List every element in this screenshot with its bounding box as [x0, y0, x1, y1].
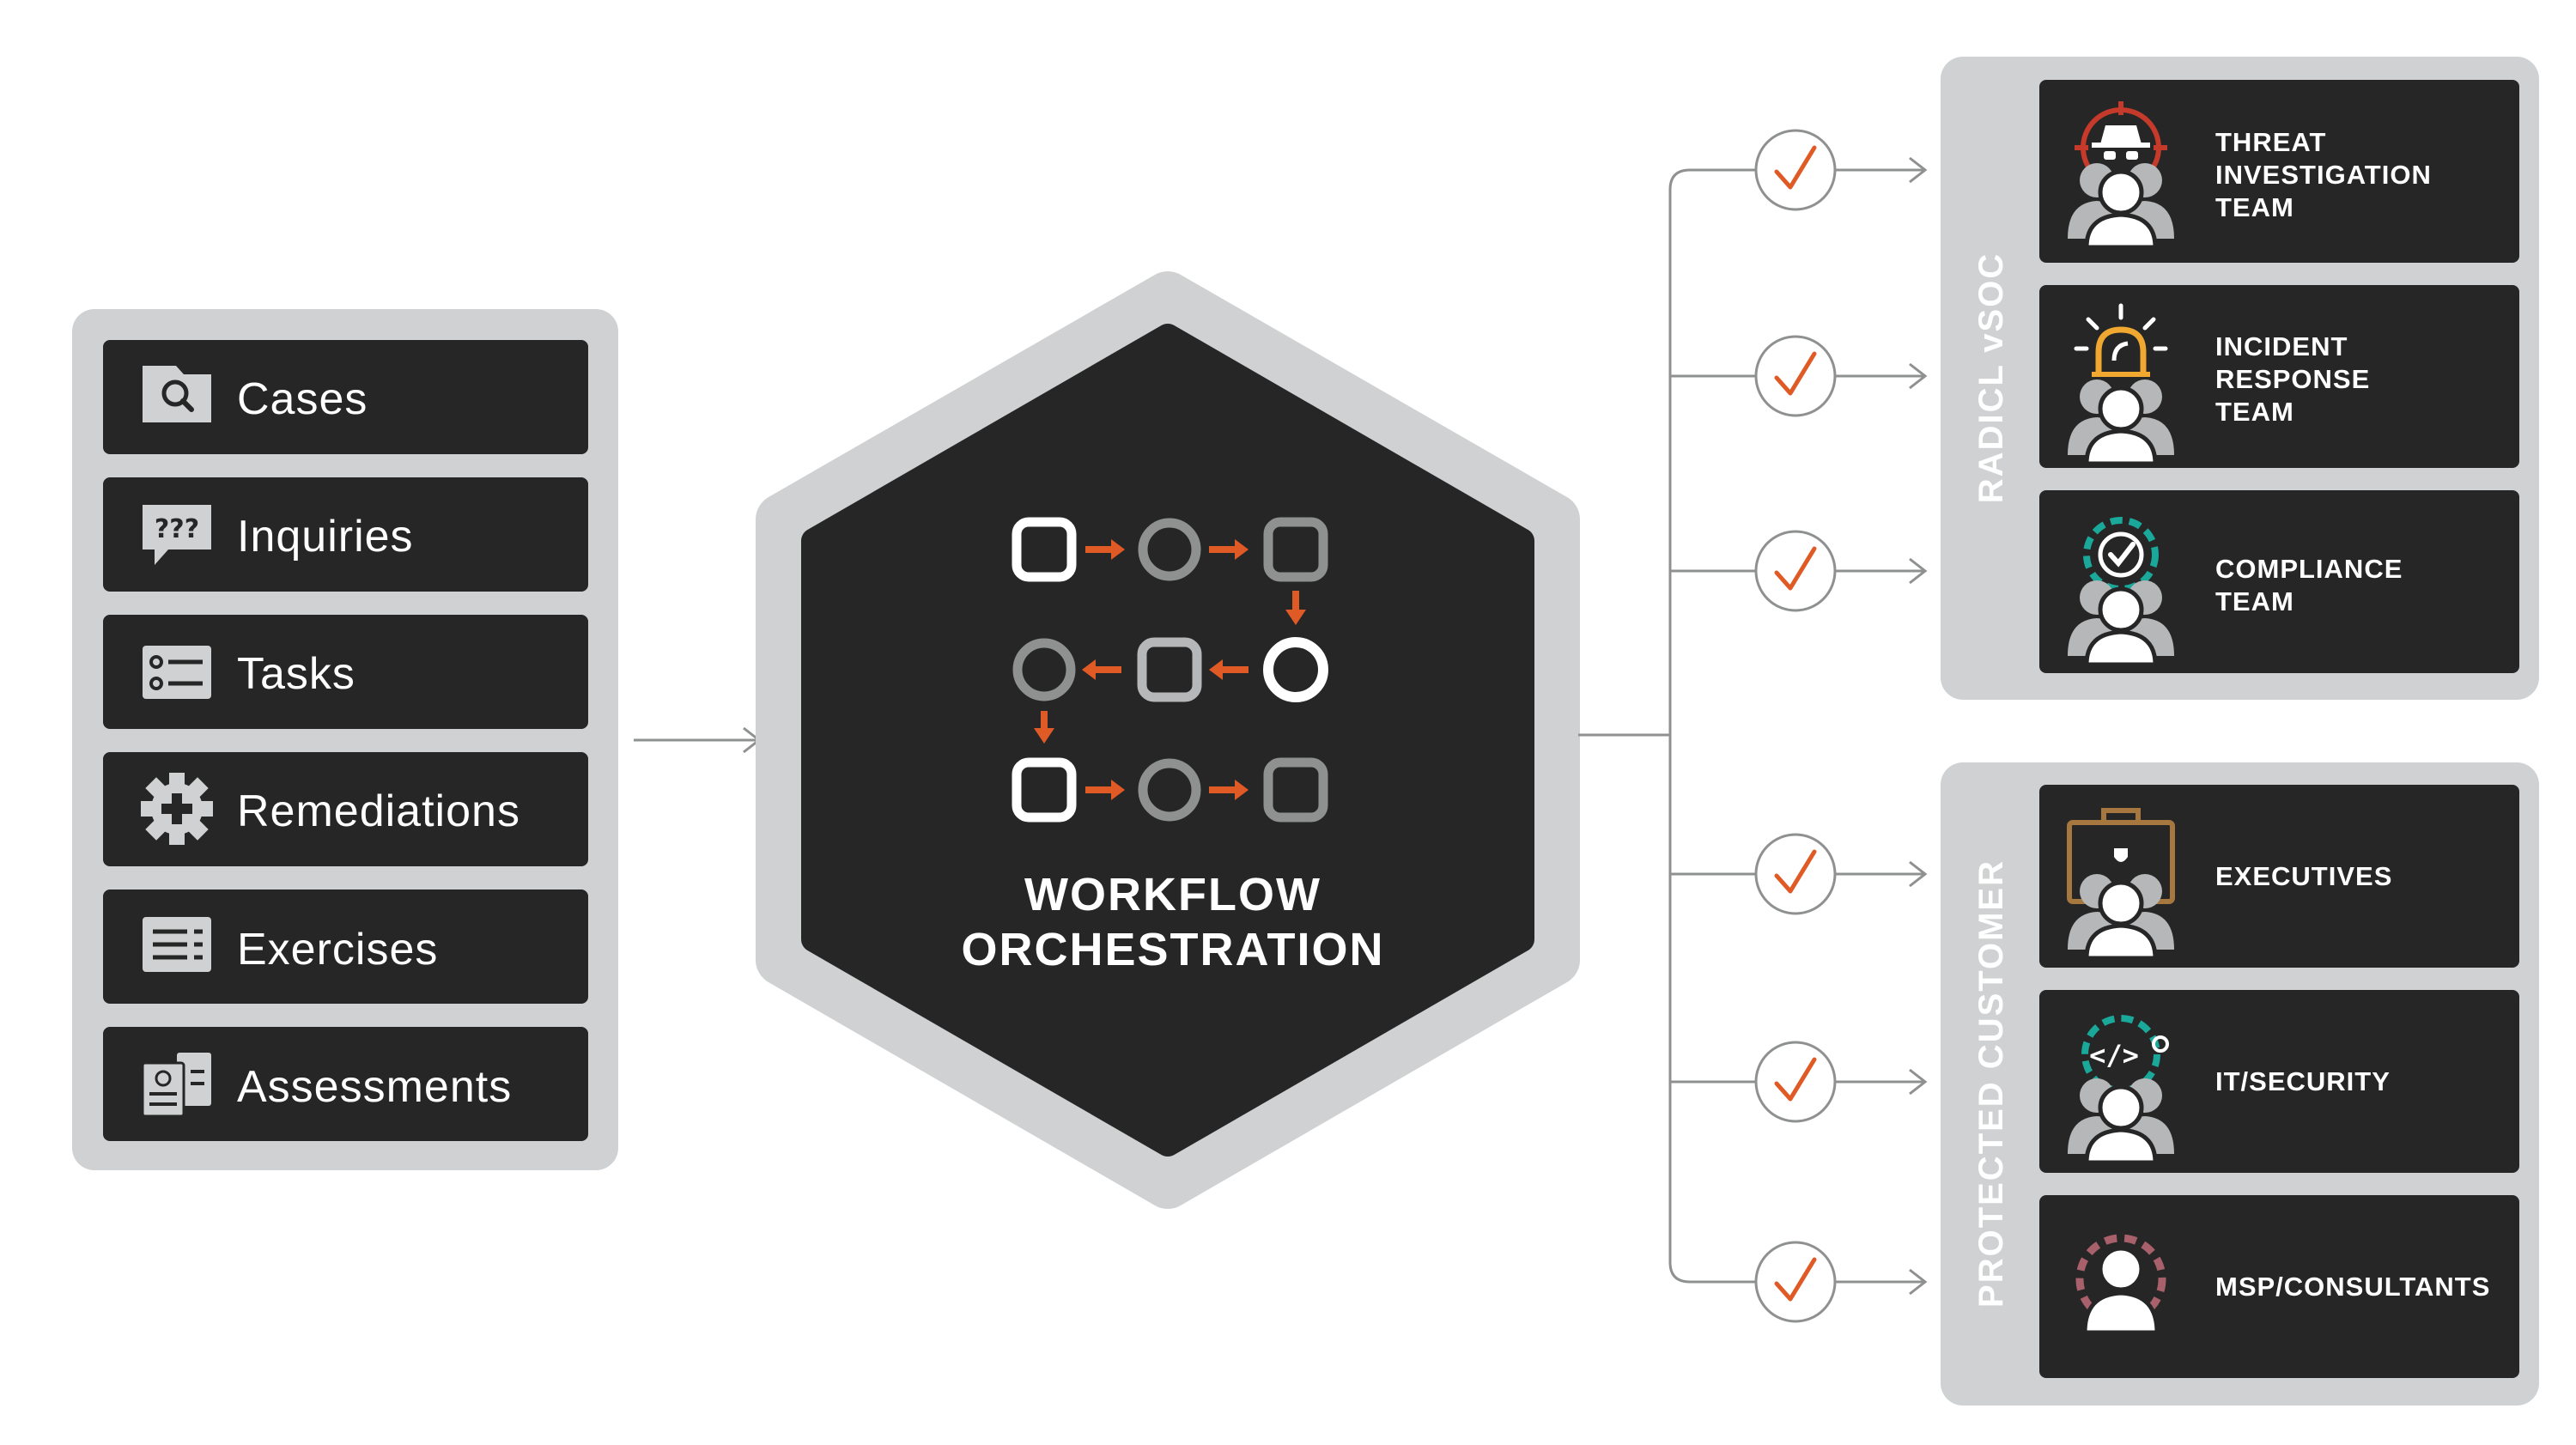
- team-label-line: MSP/CONSULTANTS: [2215, 1272, 2490, 1302]
- team-label-line: RESPONSE: [2215, 364, 2370, 394]
- gear-person-icon: [2075, 1234, 2166, 1335]
- check-icon: [1756, 835, 1835, 914]
- list-item-label: Remediations: [237, 786, 520, 836]
- check-icon: [1756, 337, 1835, 416]
- list-item-cases[interactable]: Cases: [103, 340, 588, 454]
- check-icon: [1756, 131, 1835, 209]
- gear-plus-icon: [141, 773, 213, 845]
- connector-tree: [1578, 156, 1928, 1296]
- team-card-msp-consultants[interactable]: MSP/CONSULTANTS: [2039, 1195, 2519, 1378]
- arrow-to-hub: [634, 726, 762, 754]
- gear-check-team-icon: [2068, 517, 2174, 665]
- team-card-executives[interactable]: EXECUTIVES: [2039, 785, 2519, 968]
- svg-text:</>: </>: [2089, 1039, 2139, 1072]
- list-item-label: Inquiries: [237, 512, 414, 562]
- team-label-line: IT/SECURITY: [2215, 1066, 2391, 1096]
- list-item-label: Assessments: [237, 1062, 512, 1112]
- alarm-team-icon: [2068, 303, 2174, 464]
- list-item-tasks[interactable]: Tasks: [103, 615, 588, 729]
- team-label-line: COMPLIANCE: [2215, 554, 2403, 584]
- team-label-line: EXECUTIVES: [2215, 861, 2392, 891]
- code-gear-team-icon: </>: [2068, 1015, 2174, 1163]
- team-card-incident-response[interactable]: INCIDENT RESPONSE TEAM: [2039, 285, 2519, 468]
- svg-text:???: ???: [155, 514, 199, 544]
- team-label-line: THREAT: [2215, 127, 2326, 157]
- team-label-line: TEAM: [2215, 397, 2294, 427]
- team-label-line: INVESTIGATION: [2215, 160, 2432, 190]
- team-label-line: INCIDENT: [2215, 331, 2348, 361]
- spy-target-team-icon: [2068, 101, 2174, 247]
- list-item-exercises[interactable]: Exercises: [103, 889, 588, 1004]
- workflow-hub: WORKFLOW ORCHESTRATION: [756, 271, 1580, 1209]
- list-item-label: Tasks: [237, 649, 355, 699]
- list-item-inquiries[interactable]: ??? Inquiries: [103, 477, 588, 592]
- check-icon: [1756, 1242, 1835, 1321]
- chat-question-icon: ???: [143, 505, 211, 565]
- team-label-line: TEAM: [2215, 192, 2294, 222]
- team-card-compliance[interactable]: COMPLIANCE TEAM: [2039, 490, 2519, 673]
- list-item-assessments[interactable]: Assessments: [103, 1027, 588, 1141]
- list-item-label: Exercises: [237, 925, 438, 974]
- briefcase-team-icon: [2068, 808, 2174, 958]
- assessment-docs-icon: [141, 1053, 211, 1118]
- check-icon: [1756, 531, 1835, 610]
- check-icon: [1756, 1042, 1835, 1121]
- workflow-steps-icon: [1012, 517, 1328, 823]
- team-card-threat-investigation[interactable]: THREAT INVESTIGATION TEAM: [2039, 80, 2519, 263]
- folder-search-icon: [143, 366, 211, 422]
- list-item-label: Cases: [237, 374, 368, 424]
- group-label-vsoc: RADICL vSOC: [1972, 252, 2010, 503]
- team-label-line: TEAM: [2215, 586, 2294, 616]
- team-card-it-security[interactable]: </> IT/SECURITY: [2039, 990, 2519, 1173]
- group-label-customer: PROTECTED CUSTOMER: [1972, 859, 2010, 1308]
- checklist-icon: [143, 646, 211, 699]
- hub-title-line1: WORKFLOW: [1024, 869, 1321, 920]
- list-doc-icon: [143, 917, 211, 972]
- hub-title-line2: ORCHESTRATION: [962, 924, 1385, 975]
- list-item-remediations[interactable]: Remediations: [103, 752, 588, 866]
